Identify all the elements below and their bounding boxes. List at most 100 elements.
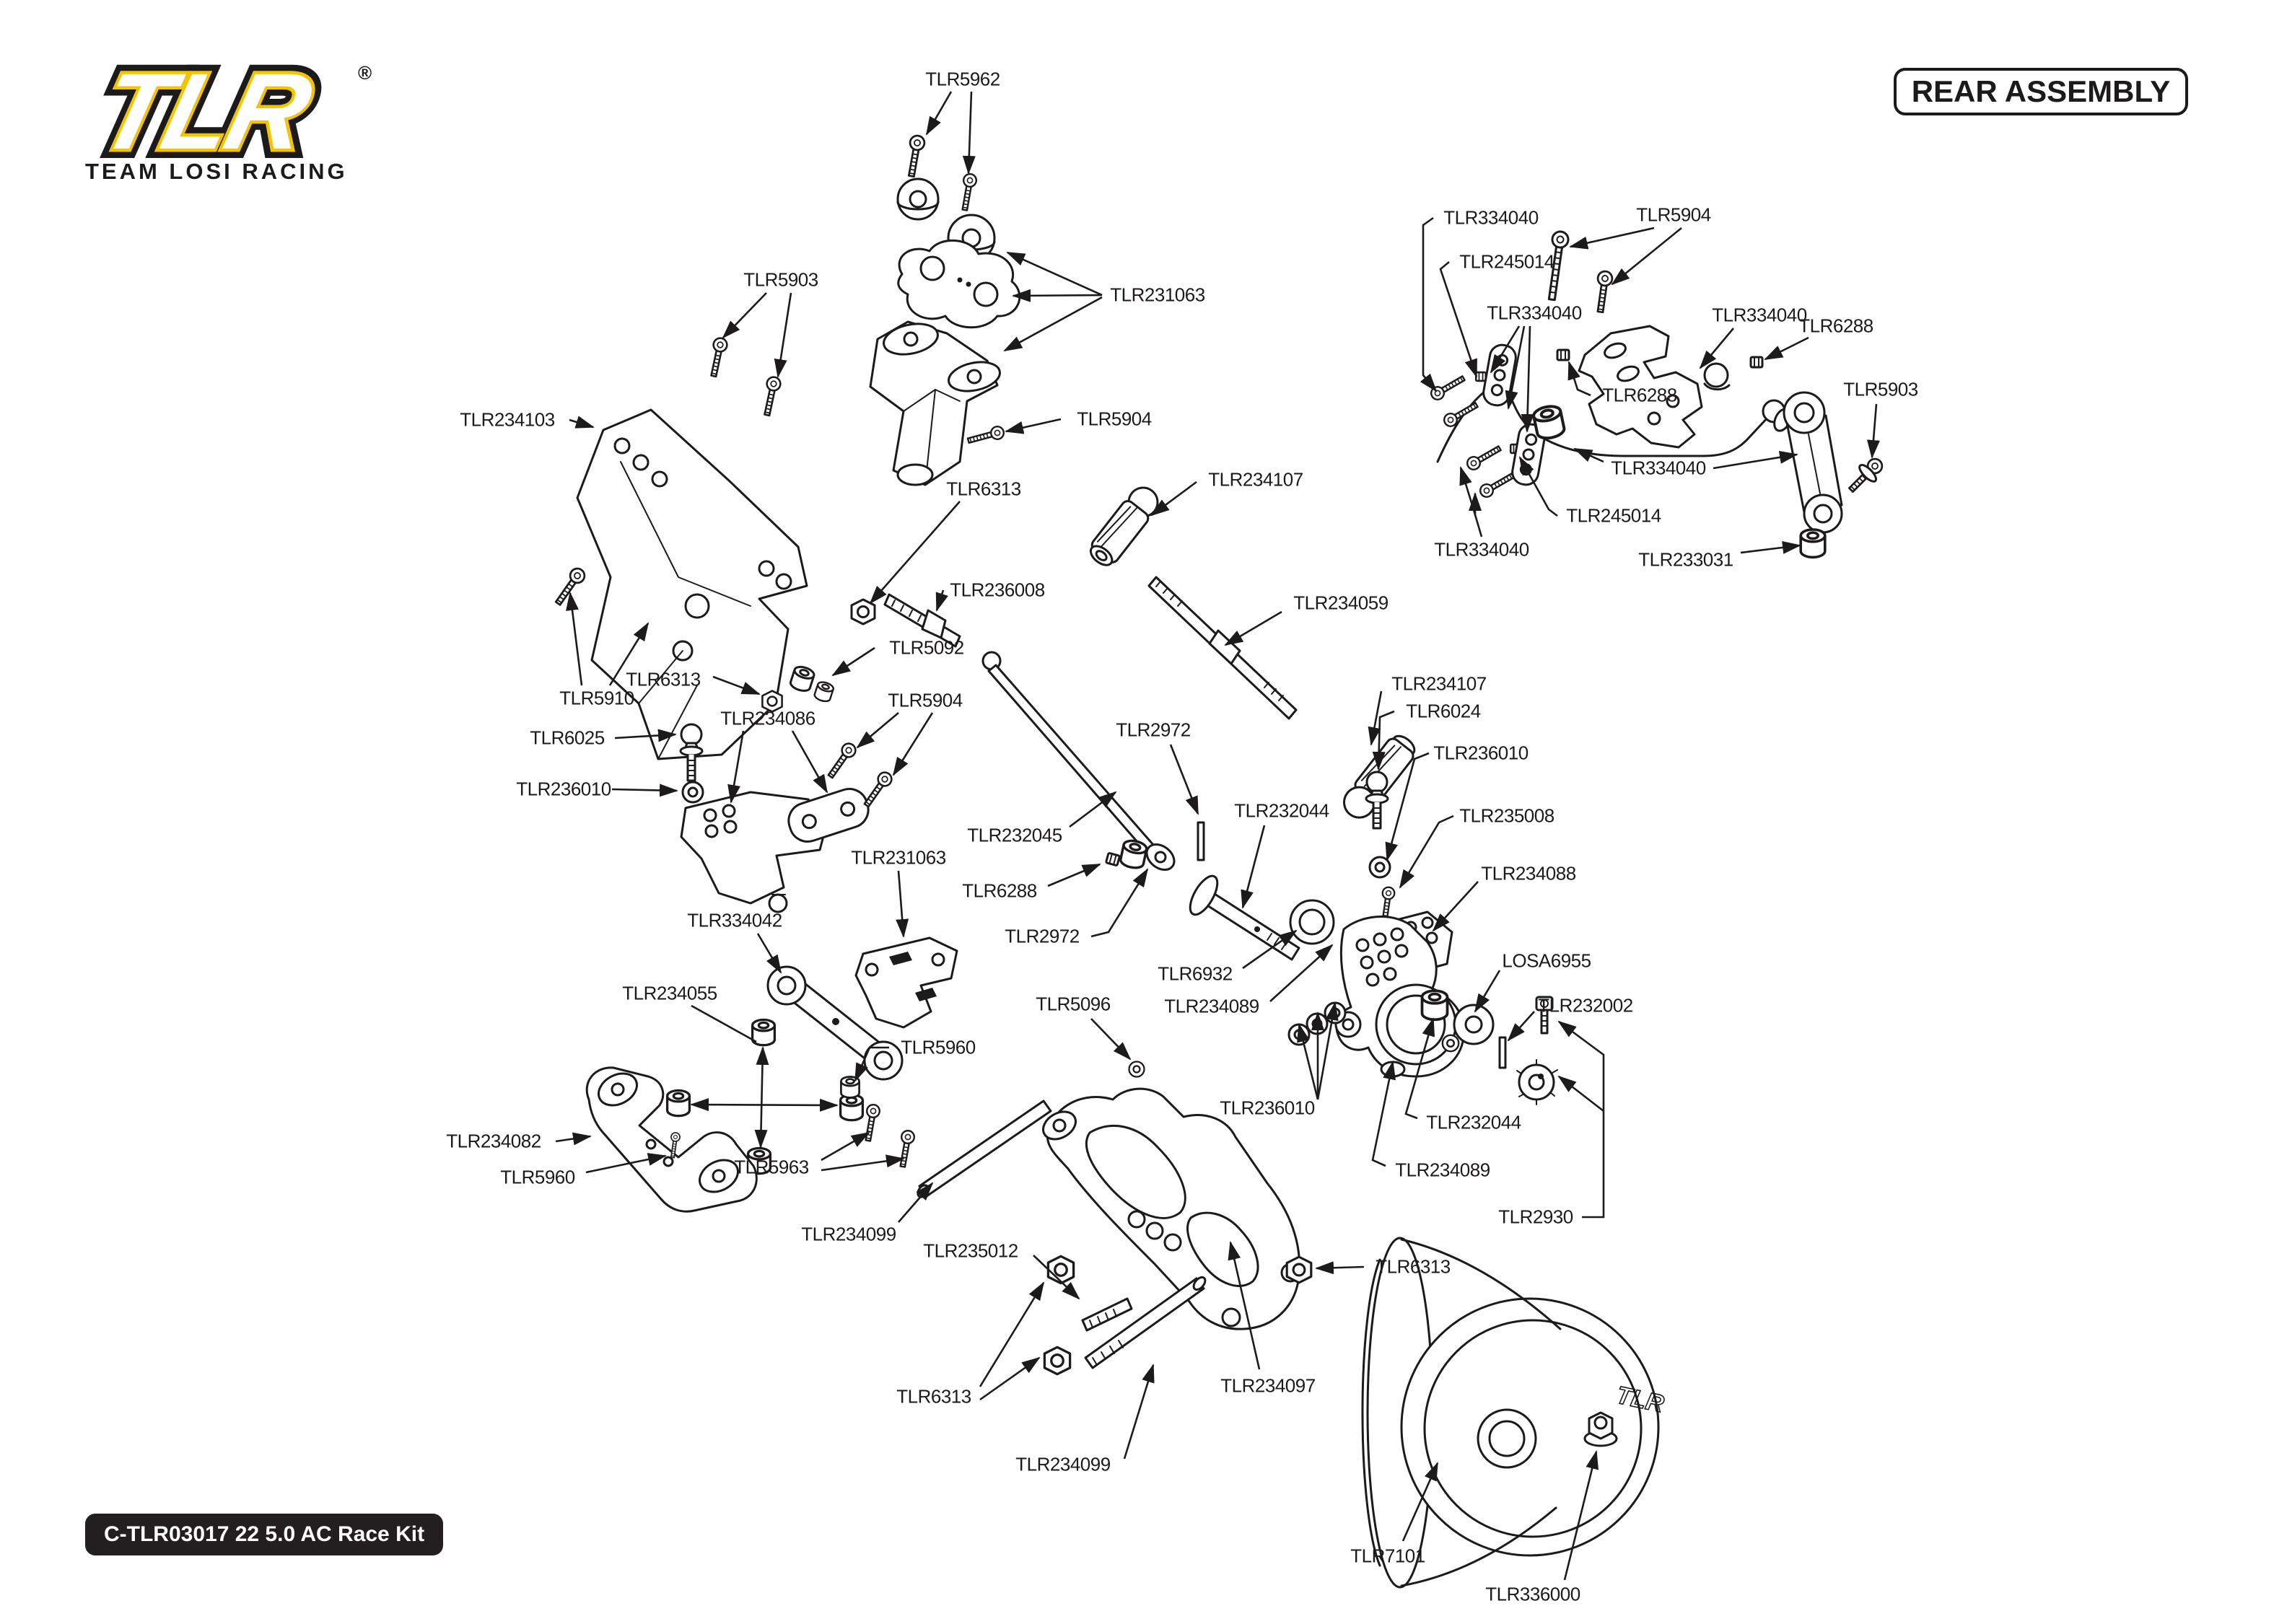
leader-line-tlr234055 bbox=[754, 1046, 769, 1149]
kit-badge: C-TLR03017 22 5.0 AC Race Kit bbox=[85, 1514, 444, 1555]
part-label-tlr5960-a: TLR5960 bbox=[901, 1036, 976, 1058]
part-label-tlr2972-a: TLR2972 bbox=[1116, 719, 1191, 741]
leader-line-tlr5963 bbox=[821, 1131, 870, 1162]
leader-line-tlr245014-1 bbox=[1439, 261, 1478, 378]
registered-mark: ® bbox=[358, 62, 372, 84]
leader-line-tlr6288-1 bbox=[1764, 336, 1809, 361]
camber-plate bbox=[787, 788, 870, 843]
part-label-tlr235012: TLR235012 bbox=[923, 1239, 1018, 1262]
part-label-tlr235008: TLR235008 bbox=[1459, 804, 1554, 827]
leader-line-tlr234089-a bbox=[1269, 944, 1334, 1002]
part-label-tlr334040-1: TLR334040 bbox=[1443, 206, 1539, 229]
part-label-tlr5904-top: TLR5904 bbox=[1077, 408, 1152, 430]
logo-subtitle: TEAM LOSI RACING bbox=[85, 159, 348, 184]
part-label-tlr234107-a: TLR234107 bbox=[1208, 468, 1303, 491]
pin bbox=[1498, 1036, 1507, 1069]
leader-line-tlr234103 bbox=[569, 416, 595, 429]
pivot-link bbox=[766, 965, 904, 1081]
part-label-tlr2972-b: TLR2972 bbox=[1005, 925, 1080, 947]
leader-line-tlr234089-b bbox=[1371, 1061, 1396, 1167]
leader-line-tlr231063-top bbox=[1012, 289, 1103, 302]
leader-line-tlr236010-kn bbox=[1297, 1023, 1319, 1100]
leader-line-tlr6313-d bbox=[1315, 1261, 1365, 1275]
part-label-tlr234089-a: TLR234089 bbox=[1164, 995, 1259, 1017]
leader-line-tlr5910 bbox=[608, 622, 650, 686]
leader-line-tlr245014-2 bbox=[1518, 456, 1558, 517]
leader-line-tlr234082 bbox=[555, 1132, 592, 1146]
leader-line-tlr5962 bbox=[925, 91, 953, 136]
camber-link bbox=[981, 651, 1176, 872]
rear-axle bbox=[1189, 874, 1300, 961]
arm-mounts-drawing bbox=[585, 936, 1052, 1213]
leader-line-tlr234059 bbox=[1224, 610, 1282, 646]
leader-line-tlr2930 bbox=[1557, 1075, 1604, 1112]
part-label-tlr2930: TLR2930 bbox=[1498, 1206, 1573, 1228]
part-label-tlr234097: TLR234097 bbox=[1220, 1374, 1316, 1397]
leader-line-tlr234097 bbox=[1228, 1241, 1261, 1370]
leader-line-tlr5904-mid bbox=[856, 712, 899, 749]
leader-line-tlr235008 bbox=[1399, 815, 1454, 889]
leader-line-tlr5904-tr bbox=[1569, 227, 1655, 250]
part-label-tlr5092: TLR5092 bbox=[889, 636, 964, 659]
part-label-tlr231063-top: TLR231063 bbox=[1110, 284, 1205, 306]
part-label-tlr334040-3: TLR334040 bbox=[1712, 304, 1807, 326]
leader-line-tlr236008 bbox=[935, 589, 948, 612]
part-label-tlr5962: TLR5962 bbox=[925, 68, 1000, 90]
leader-line-tlr233031 bbox=[1740, 540, 1801, 554]
part-label-tlr334040-5: TLR334040 bbox=[1434, 538, 1529, 561]
wheel-drawing: TLR bbox=[1361, 1237, 1667, 1589]
part-label-tlr5963: TLR5963 bbox=[734, 1156, 809, 1178]
leader-line-tlr6932 bbox=[1242, 929, 1298, 970]
part-label-tlr5903-tr: TLR5903 bbox=[1843, 378, 1918, 400]
leader-line-tlr234099-b bbox=[1123, 1364, 1155, 1460]
leader-line-tlr6288-2 bbox=[1567, 361, 1591, 397]
leader-line-tlr334040-3 bbox=[1699, 328, 1734, 369]
leader-line-tlr5092 bbox=[831, 646, 875, 677]
part-label-tlr6313-b: TLR6313 bbox=[626, 668, 701, 690]
driveline-drawing bbox=[981, 486, 1416, 961]
leader-line-tlr5903-left bbox=[722, 292, 767, 339]
leader-line-tlr5096 bbox=[1090, 1018, 1132, 1061]
part-label-tlr334042: TLR334042 bbox=[687, 909, 782, 931]
part-label-tlr6024: TLR6024 bbox=[1406, 700, 1481, 722]
leader-line-tlr236010-r bbox=[1385, 752, 1430, 861]
part-label-tlr236010-left: TLR236010 bbox=[516, 778, 611, 800]
turnbuckle-shaft bbox=[1147, 576, 1298, 720]
leader-line-tlr235012 bbox=[1033, 1255, 1080, 1300]
leader-line-tlr232002 bbox=[1507, 1011, 1535, 1042]
part-label-tlr6288-2: TLR6288 bbox=[1602, 384, 1677, 406]
leader-line-tlr5910 bbox=[566, 592, 583, 686]
leader-line-tlr236010-left bbox=[611, 784, 678, 797]
leader-line-tlr6288-c bbox=[1047, 863, 1101, 887]
part-label-tlr6313-c: TLR6313 bbox=[896, 1385, 971, 1408]
leader-line-tlr334040-1 bbox=[1420, 216, 1438, 392]
leader-line-tlr234099-a bbox=[898, 1182, 934, 1223]
leader-line-tlr6313-b bbox=[712, 675, 761, 695]
leader-line-tlr6313-a bbox=[869, 501, 961, 605]
leader-line-tlr334040-4 bbox=[1713, 450, 1798, 470]
leader-line-losa6955 bbox=[1474, 970, 1501, 1013]
leader-line-tlr5962 bbox=[962, 91, 976, 175]
leader-line-tlr234107-a bbox=[1150, 480, 1197, 517]
part-label-tlr234055: TLR234055 bbox=[622, 982, 717, 1004]
leader-line-tlr334040-5 bbox=[1459, 466, 1483, 537]
arm-screw bbox=[1084, 1276, 1207, 1369]
driveshaft-coupler bbox=[1089, 486, 1159, 566]
wing-mount-assembly-drawing bbox=[869, 133, 1021, 486]
part-label-tlr236010-kn: TLR236010 bbox=[1220, 1097, 1315, 1119]
leader-line-tlr2972-a bbox=[1169, 744, 1199, 815]
part-label-tlr234086: TLR234086 bbox=[720, 707, 815, 729]
part-label-losa6955: LOSA6955 bbox=[1502, 949, 1591, 972]
pin bbox=[1197, 821, 1205, 861]
leader-line-tlr7101 bbox=[1401, 1462, 1439, 1542]
leader-line-tlr334040-4 bbox=[1573, 447, 1604, 463]
part-label-tlr231063-b: TLR231063 bbox=[851, 846, 946, 869]
part-label-tlr6313-a: TLR6313 bbox=[946, 478, 1021, 500]
part-label-tlr6025: TLR6025 bbox=[530, 727, 605, 749]
part-label-tlr234099-b: TLR234099 bbox=[1015, 1453, 1111, 1475]
wing-plate bbox=[897, 240, 1021, 329]
hinge-pin bbox=[917, 1100, 1052, 1198]
cap-screw bbox=[1535, 996, 1554, 1035]
part-label-tlr6288-c: TLR6288 bbox=[962, 879, 1037, 902]
tlr-logo: TLR TLR ® bbox=[79, 42, 372, 181]
